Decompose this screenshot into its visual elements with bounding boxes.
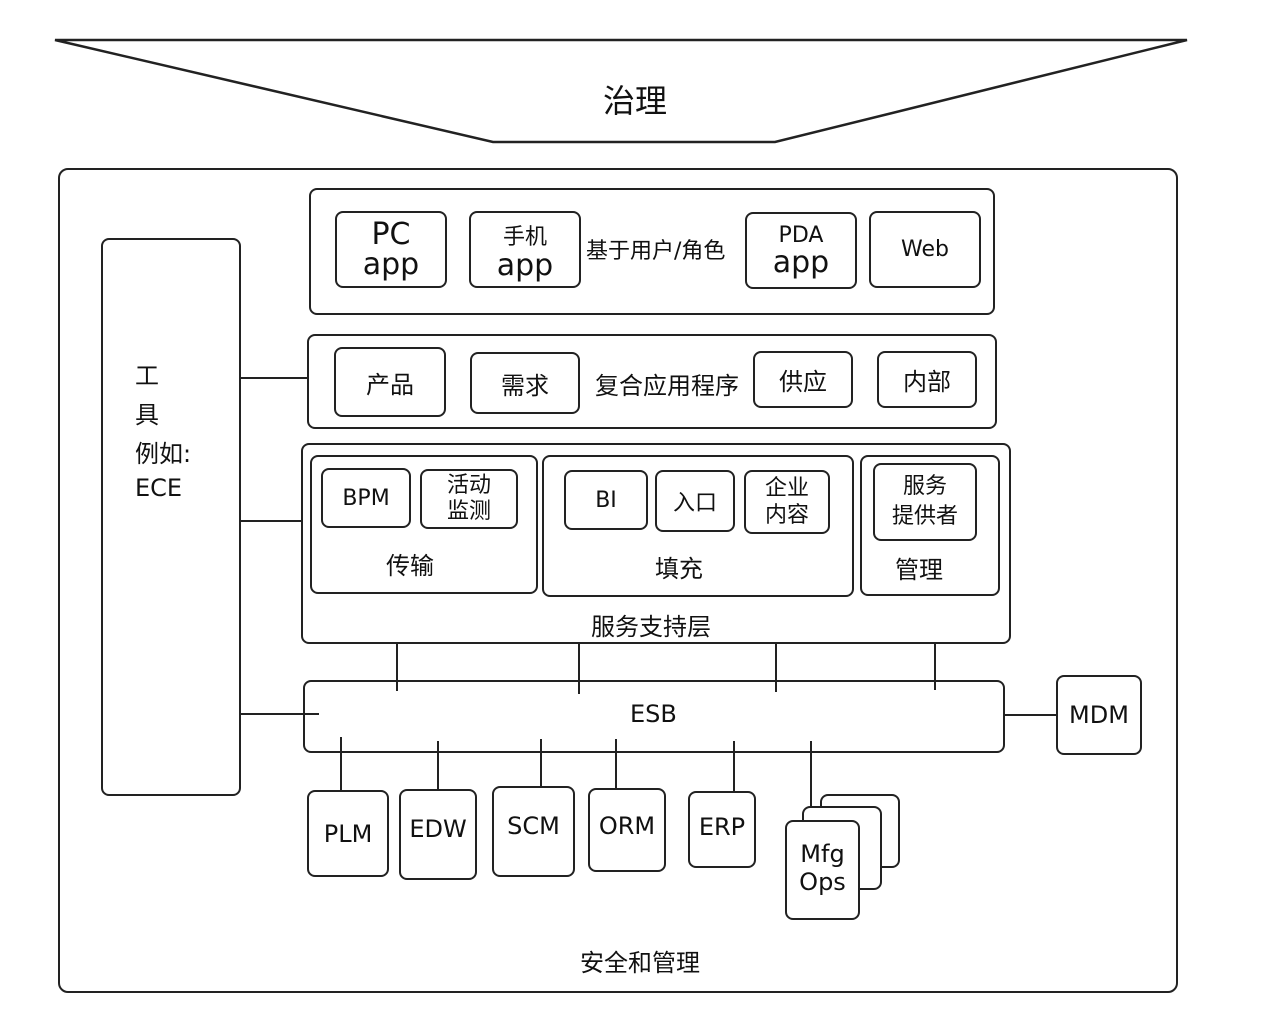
edw-box: EDW xyxy=(399,789,477,880)
mobile-app-line2: app xyxy=(496,247,554,283)
orm-box: ORM xyxy=(588,788,666,872)
esb-scm-connector xyxy=(540,739,542,787)
service-provider-box: 服务 提供者 xyxy=(873,463,977,541)
tools-box xyxy=(101,238,241,796)
tools-line-1: 工 xyxy=(135,362,159,390)
governance-funnel xyxy=(54,38,1188,144)
tools-connector-composite xyxy=(241,377,308,379)
web-label: Web xyxy=(901,237,949,262)
service-esb-connector-4 xyxy=(934,644,936,690)
security-management-label: 安全和管理 xyxy=(580,949,700,977)
esb-edw-connector xyxy=(437,741,439,791)
user-role-label: 基于用户/角色 xyxy=(586,239,726,264)
mobile-app-line1: 手机 xyxy=(502,224,547,250)
esb-mdm-connector xyxy=(1005,714,1057,716)
esb-bar xyxy=(303,680,1005,753)
bpm-box: BPM xyxy=(321,468,411,528)
fill-label: 填充 xyxy=(655,555,703,583)
demand-box: 需求 xyxy=(470,352,580,414)
service-layer-label: 服务支持层 xyxy=(591,613,711,641)
composite-layer-box xyxy=(307,334,997,429)
governance-label: 治理 xyxy=(603,82,668,120)
plm-box: PLM xyxy=(307,790,389,877)
tools-line-3: 例如: xyxy=(135,440,192,468)
esb-orm-connector xyxy=(615,739,617,789)
web-box: Web xyxy=(869,211,981,288)
enterprise-content-box: 企业 内容 xyxy=(744,470,830,534)
composite-app-label: 复合应用程序 xyxy=(595,372,739,400)
pda-app-line1: PDA xyxy=(778,223,824,248)
outer-frame xyxy=(58,168,1178,993)
service-esb-connector-1 xyxy=(396,644,398,691)
mdm-box: MDM xyxy=(1056,675,1142,755)
transport-label: 传输 xyxy=(386,552,434,580)
bi-box: BI xyxy=(564,470,648,530)
management-label: 管理 xyxy=(895,556,943,584)
service-esb-connector-3 xyxy=(775,644,777,692)
fill-group-box xyxy=(542,455,854,597)
tools-line-2: 具 xyxy=(135,401,159,429)
user-layer-box xyxy=(309,188,995,315)
tools-line-4: ECE xyxy=(135,474,183,502)
pda-app-line2: app xyxy=(772,245,830,280)
esb-plm-connector xyxy=(340,737,342,791)
pc-app-line2: app xyxy=(362,246,420,282)
product-box: 产品 xyxy=(334,347,446,417)
esb-mfg-connector xyxy=(810,741,812,821)
esb-erp-connector xyxy=(733,741,735,792)
service-layer-box xyxy=(301,443,1011,644)
scm-box: SCM xyxy=(492,786,575,877)
portal-box: 入口 xyxy=(655,470,735,532)
esb-label: ESB xyxy=(630,700,677,728)
erp-box: ERP xyxy=(688,791,756,868)
mfg-ops-line1: Mfg xyxy=(800,840,845,868)
tools-connector-service xyxy=(241,520,302,522)
mfg-ops-line2: Ops xyxy=(799,868,846,896)
supply-box: 供应 xyxy=(753,351,853,408)
pc-app-line1: PC xyxy=(371,216,411,252)
service-esb-connector-2 xyxy=(578,644,580,694)
transport-group-box xyxy=(310,455,538,594)
tools-connector-esb xyxy=(241,713,319,715)
management-group-box xyxy=(860,455,1000,596)
activity-monitoring-box: 活动 监测 xyxy=(420,469,518,529)
internal-box: 内部 xyxy=(877,351,977,408)
